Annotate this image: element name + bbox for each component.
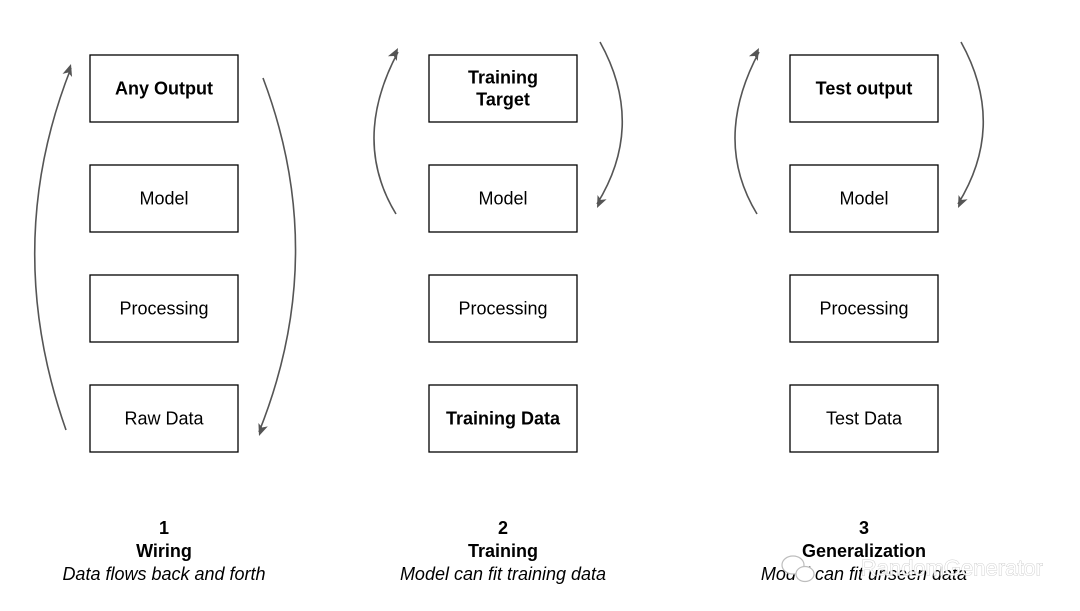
box-label: Training	[468, 68, 538, 88]
box-frame	[89, 274, 239, 343]
downward-flow-arrow	[957, 41, 985, 205]
box-raw-data: Raw Data	[89, 384, 239, 453]
caption-number: 2	[498, 518, 508, 538]
box-model: Model	[789, 164, 939, 233]
watermark: RandomGenerator	[781, 555, 1043, 583]
box-training-data: Training Data	[428, 384, 578, 453]
box-processing: Processing	[789, 274, 939, 343]
box-label: Processing	[819, 299, 908, 319]
wechat-icon	[781, 555, 815, 583]
box-any-output: Any Output	[89, 54, 239, 123]
box-label: Model	[839, 189, 888, 209]
caption-description: Model can fit training data	[400, 564, 606, 584]
arrow-head-up	[748, 48, 759, 61]
box-test-data: Test Data	[789, 384, 939, 453]
box-label: Model	[478, 189, 527, 209]
box-frame	[789, 274, 939, 343]
box-label: Raw Data	[124, 409, 204, 429]
box-frame	[428, 54, 578, 123]
box-frame	[89, 54, 239, 123]
caption-title: Training	[468, 541, 538, 561]
box-frame	[789, 54, 939, 123]
upward-flow-arrow	[33, 67, 72, 431]
box-label: Processing	[119, 299, 208, 319]
arrow-head-up	[387, 48, 398, 61]
box-processing: Processing	[428, 274, 578, 343]
box-label: Target	[476, 90, 530, 110]
arrow-head-down	[258, 423, 268, 436]
caption-number: 1	[159, 518, 169, 538]
arrow-head-down	[597, 195, 607, 208]
box-model: Model	[428, 164, 578, 233]
flow-arrows-training	[373, 41, 624, 215]
box-label: Test Data	[826, 409, 903, 429]
downward-flow-arrow	[596, 41, 624, 205]
box-frame	[428, 164, 578, 233]
flow-arrows-wiring	[33, 67, 297, 433]
box-frame	[89, 164, 239, 233]
box-frame	[428, 384, 578, 453]
box-label: Any Output	[115, 79, 213, 99]
arrow-head-up	[62, 64, 73, 77]
caption-description: Data flows back and forth	[62, 564, 265, 584]
caption-number: 3	[859, 518, 869, 538]
box-frame	[89, 384, 239, 453]
box-test-output: Test output	[789, 54, 939, 123]
arrow-head-down	[958, 195, 968, 208]
upward-flow-arrow	[373, 51, 399, 215]
box-label: Processing	[458, 299, 547, 319]
caption-title: Generalization	[802, 541, 926, 561]
watermark-text: RandomGenerator	[861, 556, 1043, 581]
box-processing: Processing	[89, 274, 239, 343]
box-frame	[789, 164, 939, 233]
box-model: Model	[89, 164, 239, 233]
box-label: Training Data	[446, 409, 561, 429]
box-frame	[789, 384, 939, 453]
upward-flow-arrow	[734, 51, 760, 215]
caption-title: Wiring	[136, 541, 192, 561]
box-label: Model	[139, 189, 188, 209]
box-label: Test output	[816, 79, 913, 99]
box-frame	[428, 274, 578, 343]
downward-flow-arrow	[258, 77, 297, 433]
flow-arrows-generalization	[734, 41, 985, 215]
